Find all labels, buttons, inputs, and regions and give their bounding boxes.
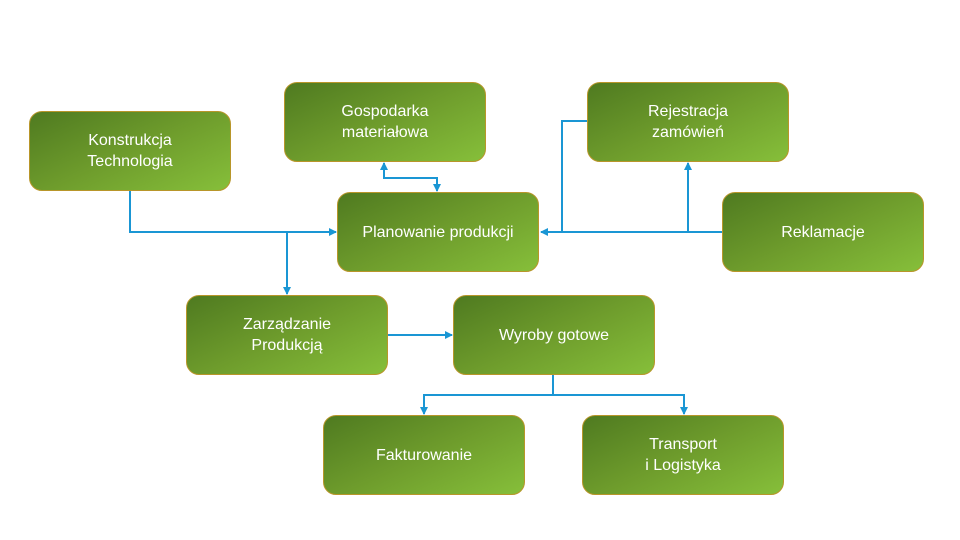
node-fakturowanie[interactable]: Fakturowanie bbox=[323, 415, 525, 495]
node-konstrukcja-technologia[interactable]: Konstrukcja Technologia bbox=[29, 111, 231, 191]
node-reklamacje[interactable]: Reklamacje bbox=[722, 192, 924, 272]
edge-gospodarka-planowanie bbox=[384, 177, 441, 192]
edge-wyroby-transport bbox=[553, 394, 688, 415]
node-transport-logistyka[interactable]: Transport i Logistyka bbox=[582, 415, 784, 495]
edge-rejestracja-planowanie bbox=[561, 120, 587, 232]
node-label: Konstrukcja Technologia bbox=[87, 132, 173, 170]
node-label: Fakturowanie bbox=[375, 446, 473, 464]
node-zarzadzanie-produkcja[interactable]: Zarządzanie Produkcją bbox=[186, 295, 388, 375]
node-rejestracja-zamowien[interactable]: Rejestracja zamówień bbox=[587, 82, 789, 162]
node-label: Gospodarka materiałowa bbox=[341, 103, 429, 141]
node-label: Zarządzanie Produkcją bbox=[242, 316, 332, 354]
node-label: Rejestracja zamówień bbox=[647, 103, 729, 141]
node-planowanie-produkcji[interactable]: Planowanie produkcji bbox=[337, 192, 539, 272]
node-wyroby-gotowe[interactable]: Wyroby gotowe bbox=[453, 295, 655, 375]
edge-konstrukcja-planowanie bbox=[129, 191, 337, 236]
node-label: Transport i Logistyka bbox=[645, 436, 721, 474]
node-label: Planowanie produkcji bbox=[362, 223, 514, 241]
edge-wyroby-fakturowanie bbox=[420, 394, 553, 415]
node-label: Wyroby gotowe bbox=[498, 326, 610, 344]
node-gospodarka-materialowa[interactable]: Gospodarka materiałowa bbox=[284, 82, 486, 162]
edge-planowanie-gospodarka bbox=[380, 162, 411, 179]
node-label: Reklamacje bbox=[781, 223, 865, 241]
